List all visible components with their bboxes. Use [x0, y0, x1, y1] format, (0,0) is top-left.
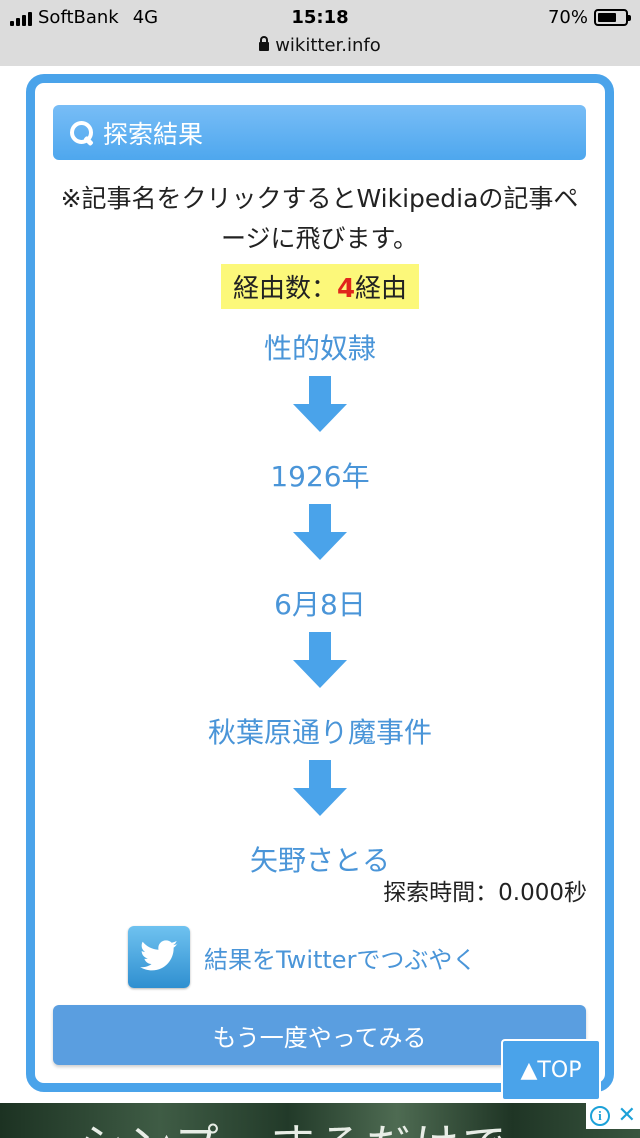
back-to-top-button[interactable]: ▲TOP: [501, 1039, 601, 1101]
carrier-name: SoftBank: [38, 7, 119, 28]
tweet-label[interactable]: 結果をTwitterでつぶやく: [204, 945, 477, 974]
url-text: wikitter.info: [275, 35, 381, 56]
battery-icon: [594, 9, 631, 26]
lock-icon: [259, 36, 270, 51]
hop-count-suffix: 経由: [355, 274, 408, 304]
results-header: 探索結果: [53, 105, 586, 160]
search-time: 探索時間：0.000秒: [383, 880, 587, 906]
hop-count-prefix: 経由数：: [232, 274, 337, 304]
results-title: 探索結果: [103, 119, 204, 149]
tweet-result-link[interactable]: 結果をTwitterでつぶやく: [128, 926, 476, 988]
down-arrow-icon: [293, 760, 347, 816]
close-icon[interactable]: ✕: [617, 1103, 637, 1128]
instruction-note: ※記事名をクリックするとWikipediaの記事ページに飛びます。: [60, 184, 579, 253]
article-link-4[interactable]: 秋葉原通り魔事件: [207, 716, 432, 749]
ad-banner[interactable]: シンプ するだけで i ✕: [0, 1103, 640, 1138]
results-card: 探索結果 ※記事名をクリックするとWikipediaの記事ページに飛びます。 経…: [26, 74, 614, 1092]
article-link-3[interactable]: 6月8日: [274, 588, 366, 621]
article-link-5[interactable]: 矢野さとる: [249, 844, 390, 877]
hop-count-badge: 経由数：4経由: [220, 264, 420, 309]
status-left: SoftBank 4G: [10, 7, 158, 28]
down-arrow-icon: [293, 376, 347, 432]
article-link-2[interactable]: 1926年: [270, 460, 370, 493]
ad-text: シンプ するだけで: [80, 1109, 511, 1138]
ad-controls: i ✕: [586, 1103, 640, 1129]
network-type: 4G: [132, 7, 159, 28]
down-arrow-icon: [293, 632, 347, 688]
search-icon: [69, 120, 95, 146]
battery-percent: 70%: [547, 7, 588, 28]
down-arrow-icon: [293, 504, 347, 560]
address-bar[interactable]: wikitter.info: [0, 35, 640, 56]
status-right: 70%: [547, 7, 631, 28]
signal-icon: [10, 10, 32, 26]
info-icon[interactable]: i: [589, 1106, 610, 1126]
status-time: 15:18: [291, 7, 349, 28]
retry-button[interactable]: もう一度やってみる: [53, 1005, 586, 1065]
twitter-bird-icon[interactable]: [128, 926, 190, 988]
hop-count-number: 4: [336, 274, 356, 304]
article-link-1[interactable]: 性的奴隷: [263, 332, 376, 365]
status-bar: SoftBank 4G 15:18 70% wikitter.info: [0, 0, 640, 66]
